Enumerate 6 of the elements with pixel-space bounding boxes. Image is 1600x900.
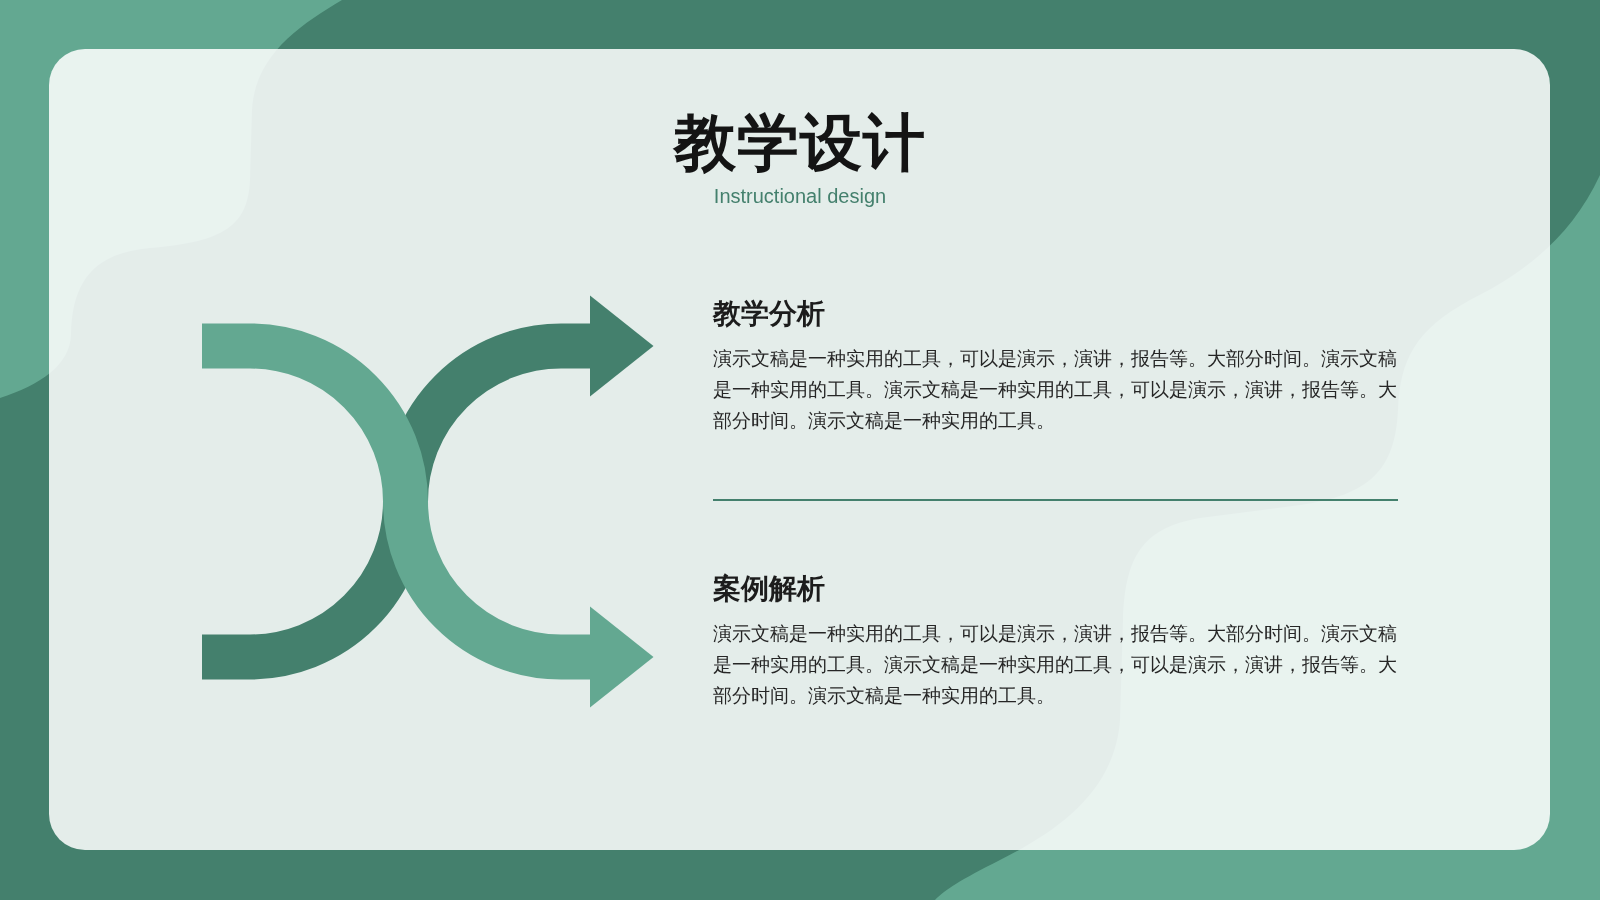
- section-heading: 教学分析: [713, 296, 825, 332]
- section-text: 演示文稿是一种实用的工具，可以是演示，演讲，报告等。大部分时间。演示文稿是一种实用的工具。演示文稿是一种实用的工具，可以是演示，演讲，报告等。大部分时间。演示文稿是一种实用的工具。: [713, 621, 1398, 708]
- title: 教学设计: [674, 110, 926, 176]
- section-heading: 案例解析: [713, 571, 825, 607]
- subtitle: Instructional design: [713, 184, 887, 208]
- section-text: 演示文稿是一种实用的工具，可以是演示，演讲，报告等。大部分时间。演示文稿是一种实用的工具。演示文稿是一种实用的工具，可以是演示，演讲，报告等。大部分时间。演示文稿是一种实用的工具。: [713, 346, 1398, 433]
